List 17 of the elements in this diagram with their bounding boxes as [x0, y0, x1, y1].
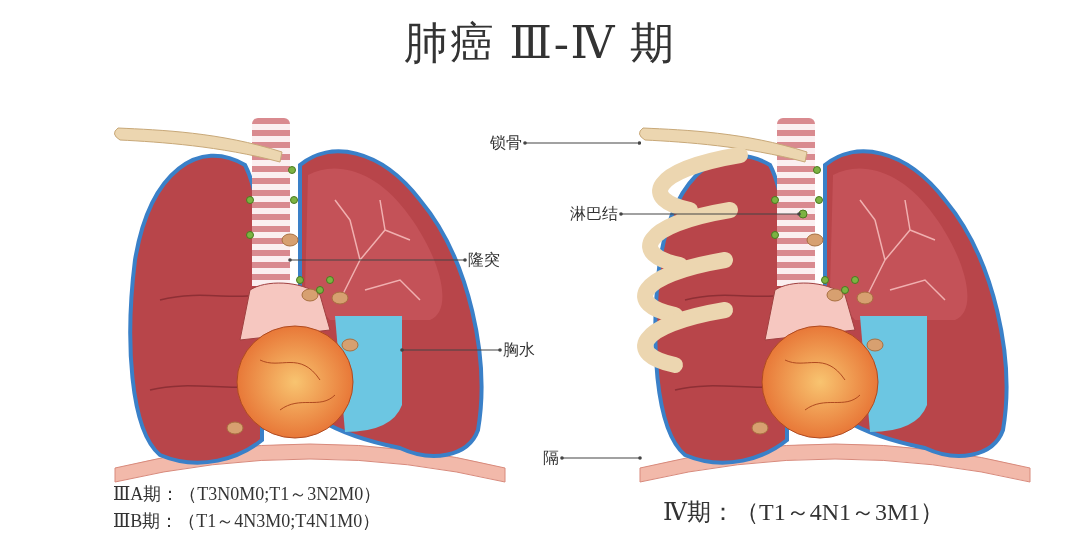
title: 肺癌 Ⅲ-Ⅳ 期	[403, 18, 677, 70]
callout-label: 隔	[543, 448, 559, 468]
leader-line	[560, 456, 642, 460]
trachea	[252, 118, 290, 286]
stage-note: ⅢB期：（T1～4N3M0;T4N1M0）	[113, 510, 381, 533]
lymph-node	[798, 209, 808, 219]
stage-note: Ⅳ期：（T1～4N1～3M1）	[663, 498, 945, 527]
leader-line	[619, 212, 801, 216]
callout-label: 淋巴结	[570, 204, 618, 224]
callout-label: 锁骨	[490, 133, 522, 153]
leader-line	[400, 348, 502, 352]
callout-label: 隆突	[468, 250, 500, 270]
callout-label: 胸水	[503, 340, 535, 360]
leader-line	[523, 141, 642, 145]
leader-line	[288, 258, 467, 262]
clavicle	[638, 127, 808, 163]
stage-note: ⅢA期：（T3N0M0;T1～3N2M0）	[113, 483, 382, 506]
